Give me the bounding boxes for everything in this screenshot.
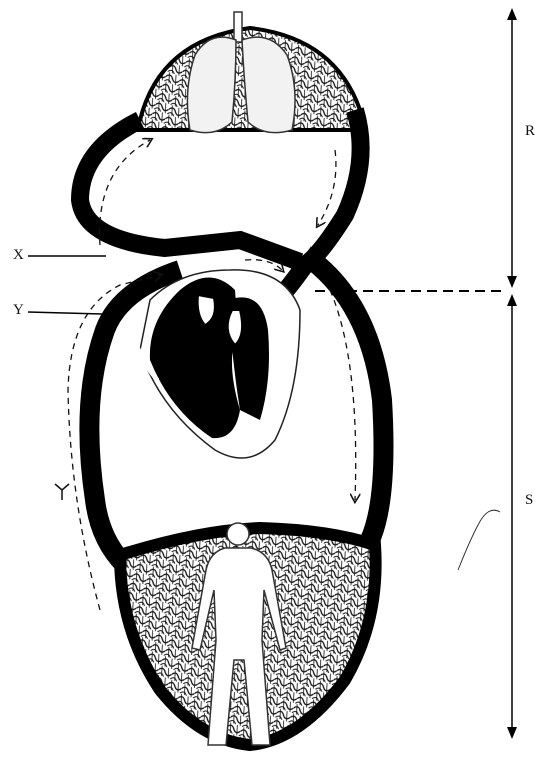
scale-arrow-r	[507, 8, 517, 288]
label-x: X	[13, 248, 24, 263]
scale-arrow-s	[507, 294, 517, 739]
flow-marker-y	[55, 484, 69, 500]
label-s: S	[525, 493, 533, 508]
pointer-line-y	[28, 312, 102, 314]
pulmonary-vessel-left	[80, 120, 300, 262]
pencil-mark	[458, 510, 500, 570]
label-r: R	[525, 124, 535, 139]
flow-arrow-pulmonary-down	[318, 150, 336, 225]
label-y: Y	[13, 303, 24, 318]
heart-icon	[138, 270, 300, 458]
aorta	[305, 255, 384, 540]
